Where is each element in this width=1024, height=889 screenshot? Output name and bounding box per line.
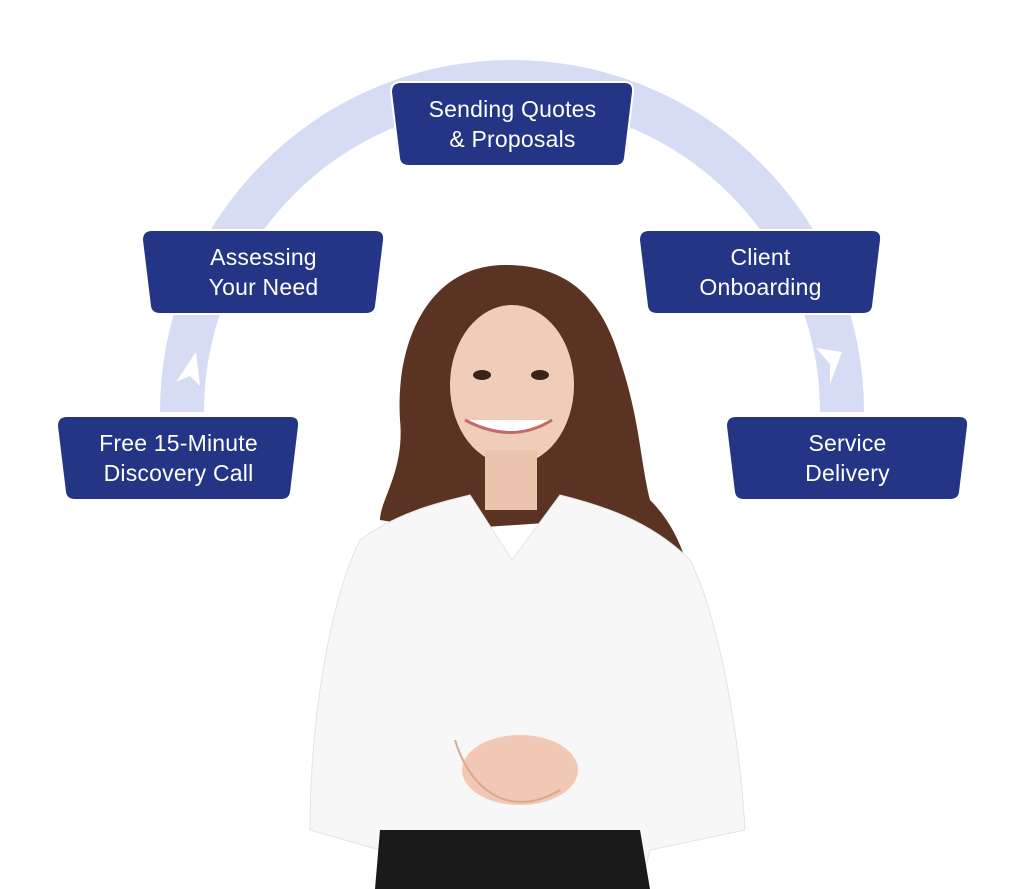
arrow-up-icon — [176, 352, 200, 386]
step-label-line1: Assessing — [210, 244, 317, 270]
arrow-right-up-icon — [306, 172, 342, 200]
step-label-line2: Delivery — [805, 460, 890, 486]
step-label-line2: Onboarding — [699, 274, 822, 300]
arrow-icons — [176, 160, 842, 386]
step-assessing-need: Assessing Your Need — [140, 228, 387, 316]
step-client-onboarding: Client Onboarding — [637, 228, 884, 316]
step-quotes-proposals: Sending Quotes & Proposals — [389, 80, 636, 168]
step-label-line2: Your Need — [208, 274, 319, 300]
step-label-line2: & Proposals — [449, 126, 576, 152]
step-label-line1: Free 15-Minute — [99, 430, 258, 456]
step-discovery-call: Free 15-Minute Discovery Call — [55, 414, 302, 502]
arrow-down-icon — [816, 348, 842, 384]
woman-photo — [309, 265, 746, 889]
step-label-line1: Client — [730, 244, 791, 270]
step-label-line1: Service — [808, 430, 887, 456]
step-service-delivery: Service Delivery — [724, 414, 971, 502]
step-label-line2: Discovery Call — [103, 460, 254, 486]
step-label-line1: Sending Quotes — [428, 96, 597, 122]
arrow-right-down-icon — [664, 160, 700, 188]
